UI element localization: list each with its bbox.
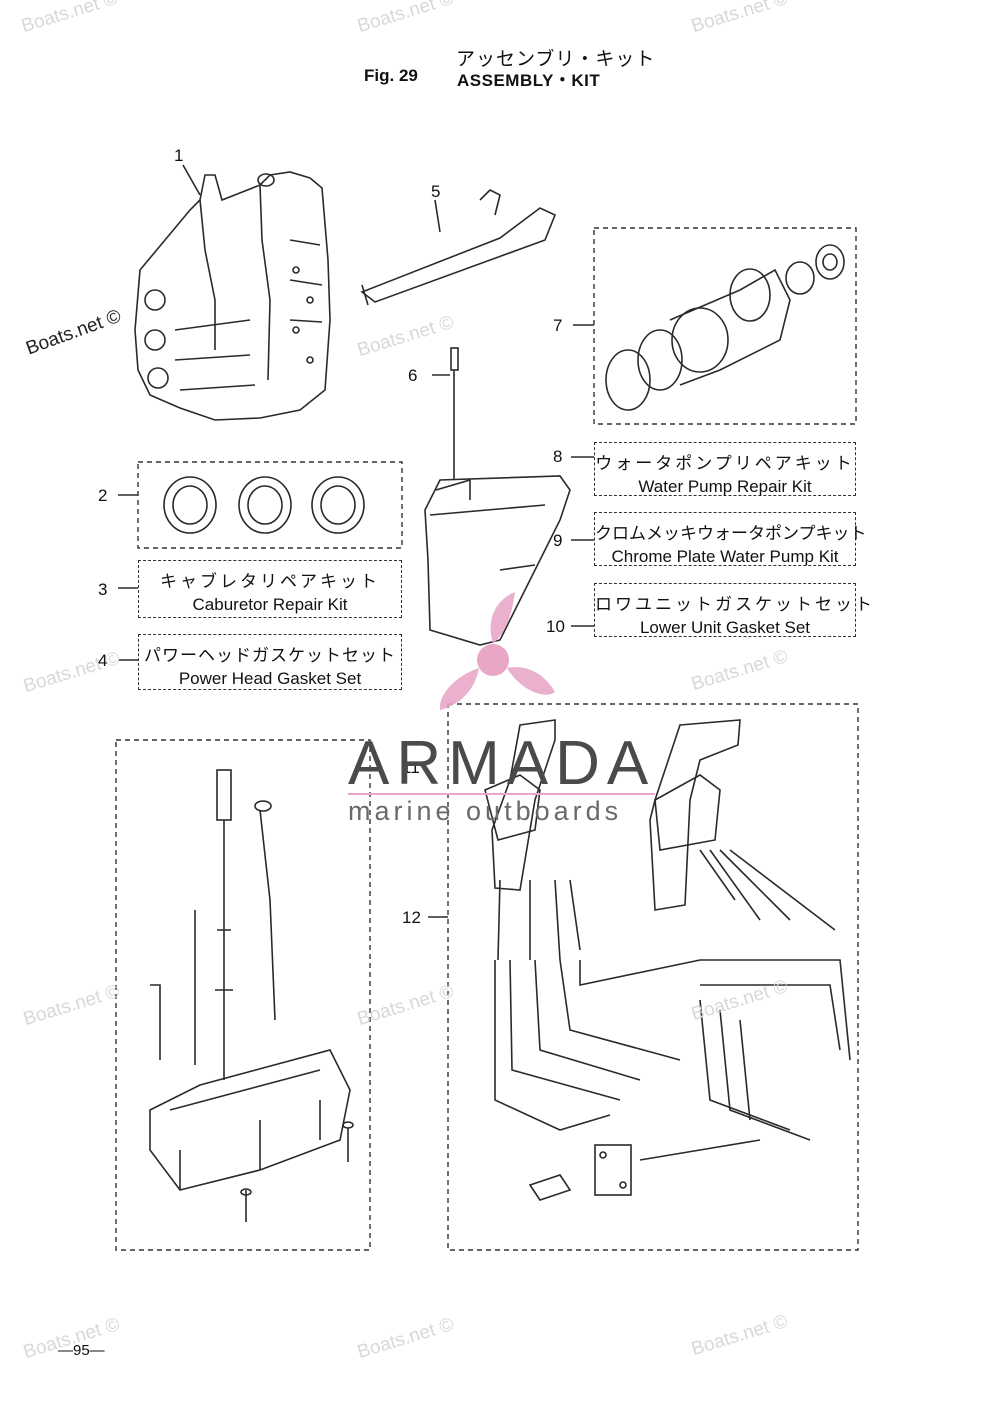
page-number: —95— xyxy=(58,1342,105,1359)
kit-lower-unit-jp: ロワユニットガスケットセット xyxy=(595,595,875,615)
callout-10: 10 xyxy=(546,617,565,636)
kit-water-pump-jp: ウォータポンプリペアキット xyxy=(595,454,855,474)
callout-8: 8 xyxy=(553,447,563,466)
frame-exhaust xyxy=(115,739,371,1251)
figure-number: Fig. 29 xyxy=(364,66,418,85)
leader-lines xyxy=(118,164,594,918)
kit-carburetor-repair: キャブレタリペアキット Caburetor Repair Kit xyxy=(138,560,402,618)
lower-unit-drawing xyxy=(424,475,571,646)
kit-carburetor-jp: キャブレタリペアキット xyxy=(160,572,380,592)
title-english: ASSEMBLY・KIT xyxy=(457,71,601,90)
remote-control-drawing xyxy=(484,719,851,1201)
power-head-drawing xyxy=(134,171,331,421)
callout-4: 4 xyxy=(98,651,108,670)
exhaust-assembly-drawing xyxy=(149,769,354,1222)
callout-6: 6 xyxy=(408,366,418,385)
propeller-logo xyxy=(439,592,555,710)
callout-9: 9 xyxy=(553,531,563,550)
kit-power-head-jp: パワーヘッドガスケットセット xyxy=(144,646,396,666)
frame-water-pump xyxy=(593,227,857,425)
kit-chrome-jp: クロムメッキウォータポンプキット xyxy=(595,524,867,544)
kit-power-head-gasket: パワーヘッドガスケットセット Power Head Gasket Set xyxy=(138,634,402,690)
kit-chrome-en: Chrome Plate Water Pump Kit xyxy=(611,547,839,566)
armada-logo-text: ARMADA xyxy=(348,729,656,798)
callout-11: 11 xyxy=(402,758,420,777)
callout-2: 2 xyxy=(98,486,108,505)
callout-5: 5 xyxy=(431,182,441,201)
kit-power-head-en: Power Head Gasket Set xyxy=(178,669,362,688)
kit-chrome-water-pump: クロムメッキウォータポンプキット Chrome Plate Water Pump… xyxy=(594,512,867,566)
frame-carburetor-rings xyxy=(137,461,403,549)
kit-water-pump-repair: ウォータポンプリペアキット Water Pump Repair Kit xyxy=(594,442,856,496)
kit-lower-unit-en: Lower Unit Gasket Set xyxy=(639,618,811,637)
kit-carburetor-en: Caburetor Repair Kit xyxy=(192,595,348,614)
kit-water-pump-en: Water Pump Repair Kit xyxy=(638,477,812,496)
kit-lower-unit-gasket: ロワユニットガスケットセット Lower Unit Gasket Set xyxy=(594,583,875,637)
water-pump-drawing xyxy=(605,244,845,411)
frame-controls xyxy=(447,703,859,1251)
callout-1: 1 xyxy=(174,146,184,165)
title-japanese: アッセンブリ・キット xyxy=(456,48,656,70)
callout-3: 3 xyxy=(98,580,108,599)
callout-12: 12 xyxy=(402,908,421,927)
drive-shaft-drawing xyxy=(360,189,557,306)
callout-7: 7 xyxy=(553,316,563,335)
armada-logo-subtitle: marine outboards xyxy=(348,796,623,826)
carburetor-rings-drawing xyxy=(163,476,365,534)
pin-drawing xyxy=(450,347,459,480)
